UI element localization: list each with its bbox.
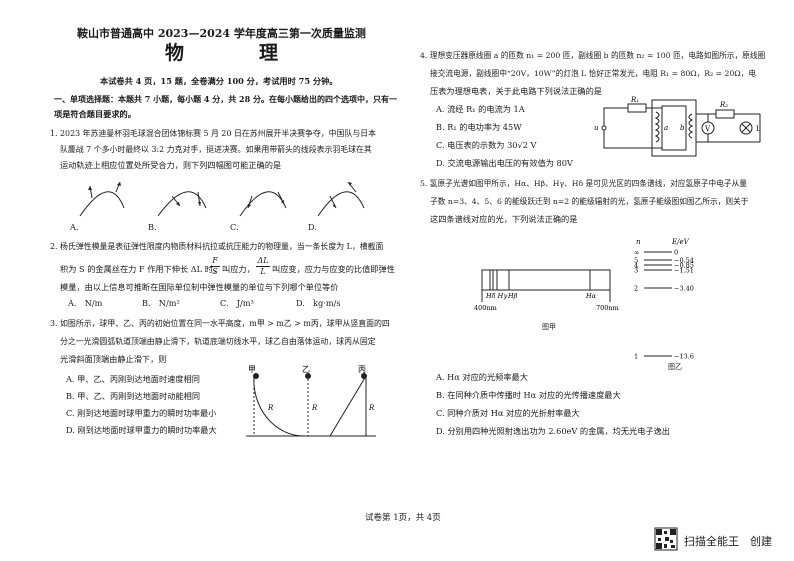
q2-fraction-stress: F S (210, 256, 220, 277)
q5-levels: ∞ 0 5 −0.54 4 −0.85 3 −1.51 2 −3.40 1 −13.6 (634, 249, 694, 361)
energy-level-e: −0.85 (674, 262, 694, 270)
q3-line2: 分之一光滑圆弧轨道顶端由静止滑下，轨道底端切线水平，球乙自由落体运动，球丙从固定 (60, 337, 376, 346)
q2-mid: 叫应力， (222, 264, 255, 274)
q4-line1: 4. 理想变压器原线圈 a 的匝数 n₁ = 200 匝，副线圈 b 的匝数 n… (420, 51, 766, 60)
q5-line2: 子数 n=3、4、5、6 的能级跃迁到 n=2 的能级辐射的光，氢原子能级图如图… (430, 197, 749, 206)
q5-fig-b-caption: 图乙 (668, 363, 682, 371)
q4-option-b: B. R₁ 的电功率为 45W (436, 122, 522, 132)
q2-line2-start: 积为 S 的金属丝在力 F 作用下伸长 ΔL 时， (60, 264, 222, 274)
q2-frac2-den: L (260, 267, 266, 276)
q5-spec-label-b: Hβ (507, 292, 518, 300)
energy-level-e: −0.54 (674, 257, 694, 265)
q3-label-jia: 甲 (248, 365, 256, 374)
q4-label-v: V (704, 125, 711, 133)
q5-spectrum-figure: Hδ Hγ Hβ Hα 400nm 700nm (474, 269, 619, 312)
q2-option-c: C. J/m³ (220, 298, 254, 308)
q2-option-b: B. N/m² (142, 298, 180, 308)
q2-line1: 2. 杨氏弹性模量是表征弹性限度内物质材料抗拉或抗压能力的物理量，当一条长度为 … (50, 242, 384, 251)
q4-label-u: u (594, 124, 599, 132)
energy-level-n: 4 (634, 262, 638, 270)
energy-level-n: 2 (634, 285, 638, 293)
q4-label-l: L (756, 125, 761, 133)
q3-option-a: A. 甲、乙、丙刚到达地面时速度相同 (66, 374, 200, 384)
q1-line3: 运动轨迹上相应位置处所受合力，则下列四幅图可能正确的是 (60, 160, 282, 170)
q5-wavelength-700: 700nm (596, 304, 619, 312)
q2-option-d: D. kg·m/s (296, 298, 341, 308)
q5-spec-label-dg: Hδ Hγ (485, 292, 507, 300)
q2-line3: 模量，由以上信息可推断在国际单位制中弹性模量的单位与下列哪个单位等价 (60, 282, 339, 292)
energy-level-e: −13.6 (674, 353, 694, 361)
q5-n-label: n (636, 238, 641, 246)
q1-figure-c (239, 191, 287, 217)
q1-line1: 1. 2023 年苏迪曼杯羽毛球混合团体锦标赛 5 月 20 日在苏州展开半决赛… (50, 129, 377, 138)
energy-level-e: 0 (674, 249, 678, 257)
q4-option-c: C. 电压表的示数为 30√2 V (436, 140, 537, 150)
q1-option-d: D. (308, 222, 317, 232)
q1-figure-b (157, 191, 207, 217)
q3-option-c: C. 刚到达地面时球甲重力的瞬时功率最小 (66, 408, 217, 418)
q5-line3: 这四条谱线对应的光，下列说法正确的是 (430, 214, 578, 224)
q5-wavelength-400: 400nm (474, 304, 497, 312)
q4-option-d: D. 交流电源输出电压的有效值为 80V (436, 158, 573, 168)
energy-level-n: ∞ (634, 249, 639, 257)
section-heading-2: 项是符合题目要求的。 (54, 109, 136, 119)
q5-energy-levels: n E/eV ∞ 0 5 −0.54 4 −0.85 3 −1.51 2 −3.40 1 −13.6 (634, 238, 694, 361)
q3-figure: 甲 乙 丙 R R R (246, 365, 376, 437)
page-footer: 试卷第 1页，共 4页 (365, 513, 441, 523)
energy-level-n: 1 (634, 353, 638, 361)
energy-level-e: −3.40 (674, 285, 694, 293)
q4-line3: 压表为理想电表，关于此电路下列说法正确的是 (430, 86, 602, 96)
q4-circuit: u R₁ a b V R₂ L (594, 96, 761, 157)
q2-option-a: A. N/m (68, 298, 103, 308)
q1-trajectory-figures (79, 181, 365, 217)
scanner-watermark: 扫描全能王 创建 (684, 535, 772, 548)
q4-label-r2: R₂ (719, 101, 728, 109)
q3-option-d: D. 刚到达地面时球甲重力的瞬时功率最大 (66, 425, 217, 435)
exam-title: 鞍山市普通高中 2023—2024 学年度高三第一次质量监测 (77, 27, 366, 40)
energy-level-e: −1.51 (674, 267, 694, 275)
q2-fraction-strain: ΔL L (256, 256, 270, 277)
q5-option-a: A. Hα 对应的光频率最大 (436, 372, 528, 382)
q1-option-c: C. (230, 222, 239, 232)
q3-label-bing: 丙 (358, 365, 366, 374)
q3-line1: 3. 如图所示，球甲、乙、丙的初始位置在同一水平高度，m甲 > m乙 > m丙，… (50, 319, 390, 328)
q2-frac2-num: ΔL (256, 256, 270, 267)
exam-info: 本试卷共 4 页，15 题，全卷满分 100 分，考试用时 75 分钟。 (100, 76, 338, 86)
q5-option-b: B. 在同种介质中传播时 Hα 对应的光传播速度最大 (436, 390, 621, 400)
q3-label-r3: R (368, 404, 375, 412)
q5-line1: 5. 氢原子光谱如图甲所示，Hα、Hβ、Hγ、Hδ 是可见光区的四条谱线，对应氢… (420, 179, 747, 188)
q1-figure-d (317, 181, 365, 217)
q2-frac1-den: S (212, 267, 218, 276)
q3-label-r1: R (267, 404, 274, 412)
q3-line3: 光滑斜面顶端由静止滑下，则 (60, 354, 167, 364)
q3-label-r2: R (311, 404, 318, 412)
q5-fig-a-caption: 图甲 (542, 323, 556, 331)
q4-option-a: A. 流经 R₁ 的电流为 1A (436, 104, 525, 114)
q5-option-d: D. 分别用四种光照射逸出功为 2.60eV 的金属，均无光电子逸出 (436, 426, 670, 436)
q1-figure-a (79, 181, 125, 217)
q5-spec-label-a: Hα (585, 292, 597, 300)
subject-title: 物 理 (165, 42, 307, 64)
section-heading: 一、单项选择题：本题共 7 小题，每小题 4 分，共 28 分。在每小题给出的四… (54, 94, 397, 104)
q3-option-b: B. 甲、乙、丙刚到达地面时动能相同 (66, 391, 201, 401)
q5-e-label: E/eV (671, 238, 690, 246)
q4-label-b: b (680, 124, 685, 132)
q2-frac1-num: F (210, 256, 220, 267)
q4-label-a: a (664, 124, 668, 132)
q4-line2: 接交流电源，副线圈中“20V，10W”的灯泡 L 恰好正常发光，电阻 R₁ = … (430, 69, 757, 78)
q5-option-c: C. 同种介质对 Hα 对应的光折射率最大 (436, 408, 580, 418)
q1-line2: 队鏖战 7 个多小时最终以 3:2 力克对手，挺进决赛。如果用带箭头的线段表示羽… (60, 145, 372, 154)
q2-line2-end: 叫应变，应力与应变的比值即弹性 (272, 264, 395, 274)
q3-label-yi: 乙 (302, 365, 310, 374)
qr-code-icon (654, 527, 678, 551)
q4-label-r1: R₁ (630, 96, 639, 104)
energy-level-n: 3 (634, 267, 638, 275)
energy-level-n: 5 (634, 257, 638, 265)
q1-option-a: A. (70, 222, 79, 232)
q1-option-b: B. (148, 222, 157, 232)
